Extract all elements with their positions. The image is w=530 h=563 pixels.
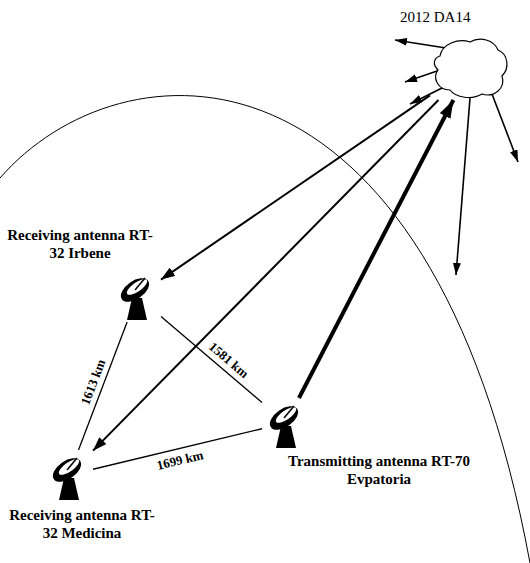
antenna-label: Receiving antenna RT-32 Irbene <box>5 226 155 262</box>
antenna-label: Receiving antenna RT-32 Medicina <box>7 506 157 542</box>
dish-antenna-icon <box>262 398 310 448</box>
dish-reflector <box>49 453 86 486</box>
signal-arrow <box>299 100 453 398</box>
scatter-arrow <box>405 70 440 82</box>
antenna-node: Receiving antenna RT-32 Medicina <box>45 450 93 500</box>
dish-antenna-icon <box>45 450 93 500</box>
asteroid-outline <box>434 39 507 97</box>
dish-surface <box>57 456 82 477</box>
dish-feed <box>284 406 294 418</box>
object-name: 2012 DA14 <box>400 8 520 26</box>
distance-label: 1699 km <box>153 446 206 473</box>
dish-surface <box>274 404 299 425</box>
scatter-arrow <box>492 94 518 162</box>
dish-parts <box>266 401 303 448</box>
signal-arrow <box>93 100 438 451</box>
scatter-arrows <box>395 40 518 275</box>
antenna-node: Transmitting antenna RT-70 Evpatoria <box>262 398 310 448</box>
dish-reflector <box>117 273 154 306</box>
dish-feed <box>67 458 77 470</box>
earth-surface <box>0 96 530 563</box>
dish-reflector <box>266 401 303 434</box>
signal-arrow <box>161 95 430 279</box>
scatter-arrow <box>410 86 446 104</box>
dish-antenna-icon <box>113 270 161 322</box>
asteroid-node: 2012 DA14 <box>430 36 510 100</box>
dish-feed <box>135 278 145 290</box>
antenna-node: Receiving antenna RT-32 Irbene <box>113 270 161 322</box>
distance-label: 1613 km <box>76 355 108 408</box>
antenna-label: Transmitting antenna RT-70 Evpatoria <box>284 452 474 488</box>
dish-surface <box>125 276 150 297</box>
asteroid-shape <box>430 36 510 100</box>
baseline-line <box>161 316 262 402</box>
distance-label: 1581 km <box>204 337 253 382</box>
dish-parts <box>117 273 154 320</box>
dish-parts <box>49 453 86 500</box>
scatter-arrow <box>456 98 470 275</box>
scatter-arrow <box>395 40 446 48</box>
